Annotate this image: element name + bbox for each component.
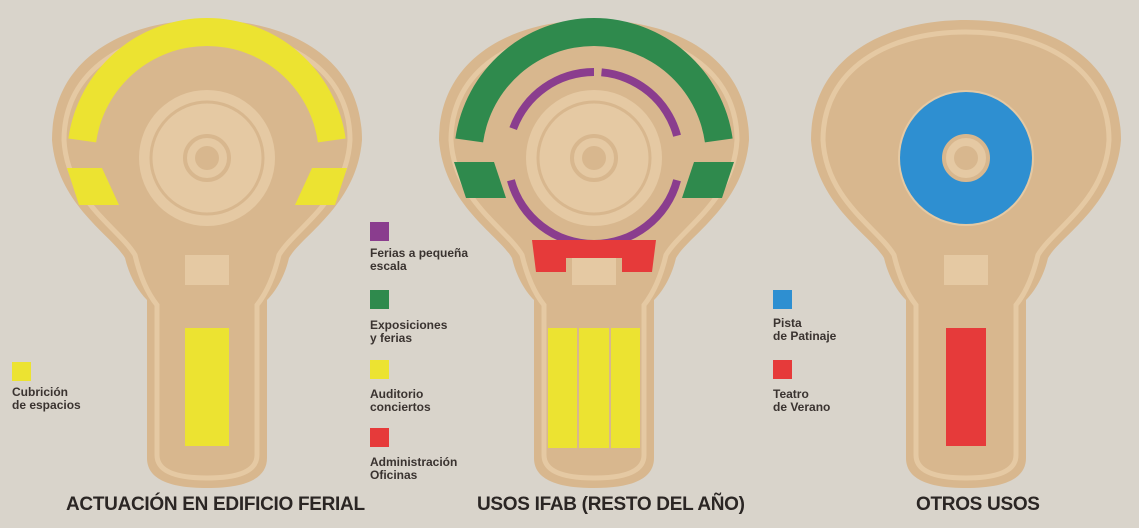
- legend-line: Pista: [773, 316, 802, 330]
- legend-label-ferias-pequena: Ferias a pequeña escala: [370, 247, 468, 273]
- legend-label-administracion: Administración Oficinas: [370, 456, 457, 482]
- legend-swatch-cubricion: [12, 362, 31, 381]
- green-wing-right: [682, 162, 734, 198]
- caption-actuacion: ACTUACIÓN EN EDIFICIO FERIAL: [66, 494, 365, 515]
- legend-swatch-exposiciones: [370, 290, 389, 309]
- legend-label-teatro: Teatro de Verano: [773, 388, 830, 414]
- legend-line: Exposiciones: [370, 318, 448, 332]
- yellow-wing-right: [295, 168, 347, 205]
- caption-usos-ifab: USOS IFAB (RESTO DEL AÑO): [477, 494, 745, 515]
- legend-swatch-ferias-pequena: [370, 222, 389, 241]
- legend-line: de Verano: [773, 400, 831, 414]
- green-crown: [455, 18, 733, 143]
- red-office-block: [532, 240, 656, 272]
- yellow-auditorium: [548, 328, 640, 448]
- yellow-crown: [68, 18, 346, 143]
- legend-line: Administración: [370, 455, 458, 469]
- legend-swatch-administracion: [370, 428, 389, 447]
- legend-line: Auditorio: [370, 387, 424, 401]
- legend-swatch-pista: [773, 290, 792, 309]
- legend-label-cubricion: Cubrición de espacios: [12, 386, 81, 412]
- purple-ring-tr: [601, 68, 681, 137]
- purple-ring-bottom: [507, 179, 681, 249]
- legend-label-exposiciones: Exposiciones y ferias: [370, 319, 447, 345]
- legend-line: Ferias a pequeña: [370, 246, 469, 260]
- legend-label-auditorio: Auditorio conciertos: [370, 388, 431, 414]
- yellow-stem: [185, 328, 229, 446]
- legend-line: conciertos: [370, 400, 431, 414]
- building-plan-2: [439, 18, 749, 488]
- caption-otros-usos: OTROS USOS: [916, 494, 1040, 515]
- legend-label-pista: Pista de Patinaje: [773, 317, 836, 343]
- legend-line: y ferias: [370, 331, 413, 345]
- legend-line: Teatro: [773, 387, 809, 401]
- yellow-wing-left: [67, 168, 119, 205]
- legend-line: Oficinas: [370, 468, 418, 482]
- purple-ring-tl: [509, 68, 594, 130]
- building-plan-3: [811, 20, 1121, 488]
- green-wing-left: [454, 162, 506, 198]
- legend-line: de Patinaje: [773, 329, 837, 343]
- legend-line: Cubrición: [12, 385, 68, 399]
- legend-line: escala: [370, 259, 407, 273]
- rink-hub-core: [954, 146, 978, 170]
- legend-line: de espacios: [12, 398, 81, 412]
- legend-swatch-teatro: [773, 360, 792, 379]
- red-theatre: [946, 328, 986, 446]
- legend-swatch-auditorio: [370, 360, 389, 379]
- building-plan-1: [52, 18, 362, 488]
